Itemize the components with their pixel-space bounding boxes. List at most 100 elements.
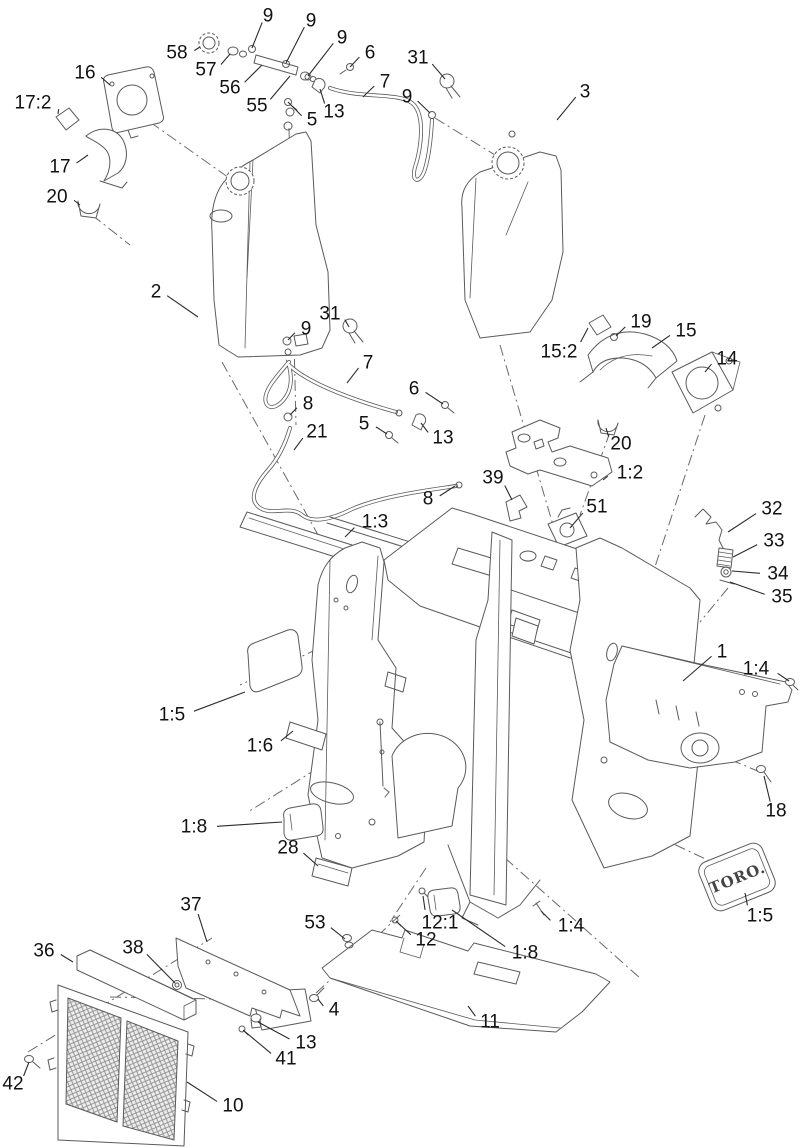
callout-label-9: 9	[263, 6, 274, 27]
bar-36	[76, 949, 197, 1021]
callout-label-10: 10	[222, 1096, 243, 1117]
callout-label-17: 17	[49, 157, 70, 178]
callout-leader-9	[417, 100, 431, 114]
callout-label-8: 8	[423, 489, 434, 510]
callout-leader-6	[349, 56, 360, 68]
fuel-cap-fitting-assembly	[198, 32, 436, 182]
callout-leader-4	[317, 998, 324, 1007]
callout-leader-13	[420, 422, 429, 433]
callout-leader-11	[467, 1005, 476, 1017]
callout-leader-12	[395, 920, 412, 936]
callout-leader-33	[732, 544, 758, 558]
callout-leader-3	[556, 96, 577, 121]
callout-leader-5	[287, 101, 302, 117]
callout-label-1:3: 1:3	[362, 512, 388, 533]
callout-label-7: 7	[380, 72, 391, 93]
callout-label-9: 9	[301, 319, 312, 340]
callout-label-4: 4	[329, 1000, 340, 1021]
callout-label-16: 16	[74, 63, 95, 84]
screw-12-1	[418, 887, 429, 898]
square-15-2	[588, 314, 612, 336]
callout-label-2: 2	[151, 282, 162, 303]
callout-leader-56	[244, 64, 263, 83]
callout-label-6: 6	[365, 43, 376, 64]
cable-tie-31b	[342, 318, 364, 344]
callout-label-13: 13	[323, 102, 344, 123]
callout-leader-9	[307, 42, 334, 77]
fender-arc	[391, 732, 467, 839]
hose-assembly-middle	[251, 336, 463, 522]
callout-leader-35	[729, 581, 765, 595]
callout-leader-9	[285, 26, 305, 64]
pin-35	[719, 579, 735, 585]
screw-6a	[346, 63, 354, 71]
bracket-1-2	[505, 419, 613, 487]
nut-34	[720, 566, 732, 578]
callout-leader-1:8	[216, 821, 283, 827]
callout-label-41: 41	[275, 1049, 296, 1070]
callout-leader-39	[504, 485, 513, 501]
callout-label-28: 28	[277, 838, 298, 859]
callout-label-5: 5	[359, 414, 370, 435]
callout-label-5: 5	[307, 110, 318, 131]
plate-16	[103, 66, 164, 139]
callout-label-1:2: 1:2	[617, 463, 643, 484]
decal-1-8b	[427, 887, 461, 917]
callout-leader-7	[362, 85, 375, 98]
callout-leader-15:2	[580, 327, 589, 343]
callout-leader-55	[269, 75, 291, 100]
panel-1-5	[247, 629, 303, 693]
callout-label-9: 9	[306, 11, 317, 32]
panel-37	[175, 937, 301, 1019]
callout-leader-20	[73, 199, 81, 206]
callout-leader-5	[375, 426, 388, 435]
callout-leader-1:4	[777, 672, 790, 682]
callout-leader-53	[330, 927, 346, 940]
callout-label-34: 34	[767, 564, 789, 585]
fitting-8a	[283, 412, 293, 422]
clamp-20a	[77, 200, 101, 219]
callout-leader-1:5	[193, 691, 246, 712]
callout-label-20: 20	[610, 434, 631, 455]
tube-56	[253, 54, 299, 76]
callout-label-21: 21	[306, 422, 327, 443]
callout-label-3: 3	[580, 82, 591, 103]
callout-leader-20	[605, 427, 610, 437]
callout-label-51: 51	[586, 497, 607, 518]
callout-leader-37	[197, 913, 208, 943]
callout-label-13: 13	[295, 1033, 316, 1054]
callout-leader-12:1	[422, 895, 426, 911]
callout-label-42: 42	[2, 1074, 23, 1095]
callout-label-9: 9	[337, 28, 348, 49]
callout-leader-28	[303, 852, 319, 867]
fuel-tank-3	[461, 130, 564, 339]
callout-label-9: 9	[402, 87, 413, 108]
callout-label-18: 18	[765, 801, 786, 822]
plate-51	[547, 507, 588, 548]
callout-leader-31	[431, 63, 446, 80]
callout-leader-8	[439, 485, 456, 497]
callout-label-35: 35	[771, 587, 792, 608]
screw-5b	[385, 431, 393, 439]
callout-leader-51	[569, 512, 584, 529]
callout-leader-32	[727, 513, 757, 533]
callout-leader-1	[682, 655, 712, 682]
spring-assembly	[694, 508, 735, 585]
callout-label-33: 33	[763, 531, 784, 552]
strip-1-6	[285, 721, 327, 751]
callout-label-11: 11	[480, 1012, 500, 1033]
callout-label-20: 20	[46, 187, 67, 208]
callout-leader-15	[651, 334, 671, 349]
strip-1-3	[239, 511, 353, 561]
callout-label-12: 12	[415, 930, 436, 951]
callout-label-1:8: 1:8	[181, 817, 207, 838]
callout-label-38: 38	[122, 938, 143, 959]
callout-leader-31	[344, 319, 350, 328]
callout-leader-38	[146, 953, 176, 984]
screw-5a	[284, 98, 292, 106]
callout-label-39: 39	[482, 468, 503, 489]
callout-leader-10	[186, 1081, 218, 1102]
callout-leader-18	[763, 775, 771, 802]
screen-10	[47, 984, 195, 1147]
